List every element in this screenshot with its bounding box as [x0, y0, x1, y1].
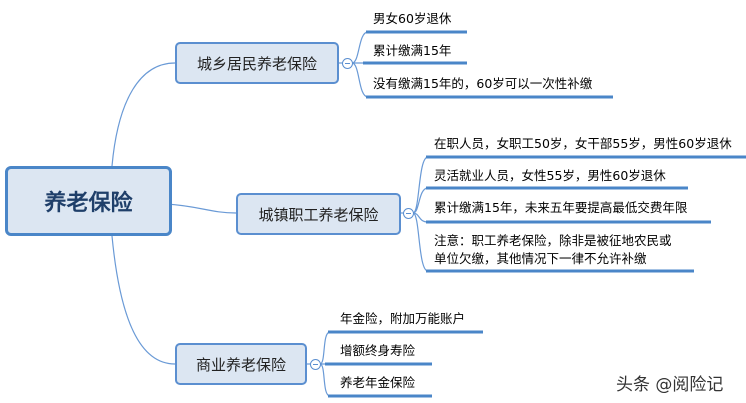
branch-commercial[interactable]: 商业养老保险 [175, 343, 307, 385]
branch-urban-employee[interactable]: 城镇职工养老保险 [236, 193, 401, 235]
leaf: 养老年金保险 [340, 375, 416, 390]
root-node[interactable]: 养老保险 [5, 166, 172, 236]
leaf: 增额终身寿险 [340, 343, 416, 358]
leaf: 在职人员，女职工50岁，女干部55岁，男性60岁退休 [434, 136, 732, 151]
leaf: 灵活就业人员，女性55岁，男性60岁退休 [434, 168, 666, 183]
watermark: 头条 @阅险记 [616, 375, 724, 395]
leaf: 累计缴满15年，未来五年要提高最低交费年限 [434, 200, 688, 215]
collapse-icon[interactable] [342, 58, 353, 69]
collapse-icon[interactable] [310, 359, 321, 370]
leaf: 年金险，附加万能账户 [340, 311, 466, 326]
leaf: 累计缴满15年 [373, 43, 452, 58]
leaf: 男女60岁退休 [373, 11, 452, 26]
collapse-icon[interactable] [403, 208, 414, 219]
leaf: 注意：职工养老保险，除非是被征地农民或 [434, 233, 672, 248]
leaf: 单位欠缴，其他情况下一律不允许补缴 [434, 251, 647, 266]
leaf: 没有缴满15年的，60岁可以一次性补缴 [373, 76, 593, 91]
branch-urban-rural[interactable]: 城乡居民养老保险 [175, 42, 339, 84]
